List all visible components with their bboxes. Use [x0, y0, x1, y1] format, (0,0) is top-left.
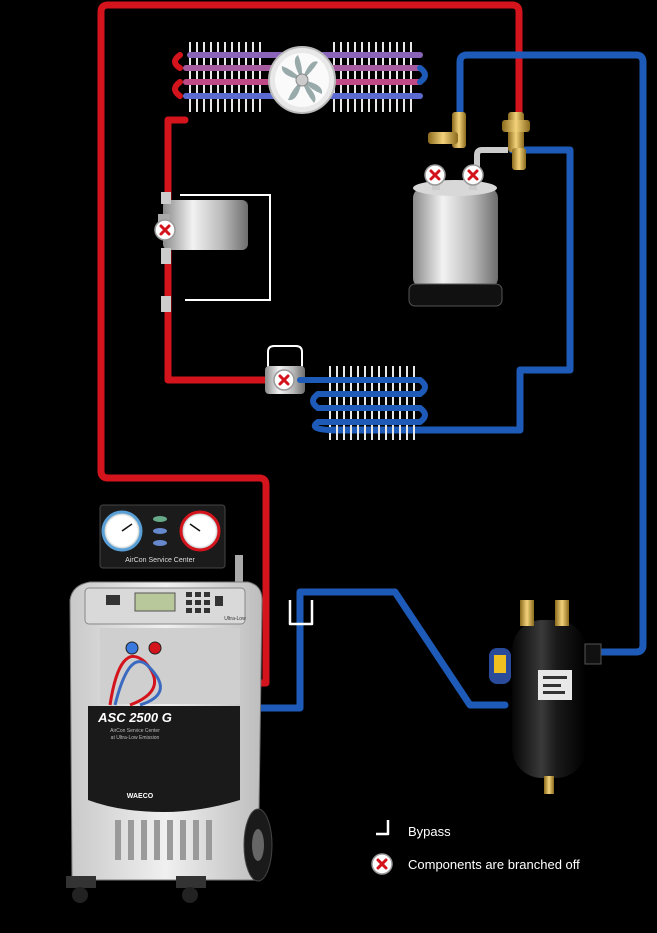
- service-machine: [66, 504, 273, 903]
- machine-subtitle-line2: at Ultra-Low Emission: [111, 735, 160, 741]
- low-pressure-to-accumulator: [326, 146, 574, 434]
- legend-branched-label: Components are branched off: [408, 857, 580, 872]
- legend-bypass-label: Bypass: [408, 824, 451, 839]
- condenser: [172, 42, 428, 114]
- machine-wheels: [66, 808, 273, 903]
- legend-branched-off-x-icon: [371, 853, 393, 875]
- service-port-valves: [428, 112, 530, 170]
- compressor: [408, 147, 508, 307]
- gauge-panel: [99, 504, 243, 585]
- branch-markers: [154, 164, 484, 875]
- branched-off-x-icon: [462, 164, 484, 186]
- fan-icon: [268, 46, 336, 114]
- branched-off-x-icon: [424, 164, 446, 186]
- branched-off-x-icon: [154, 219, 176, 241]
- panel-brand: Ultra-Low: [224, 616, 246, 622]
- high-pressure-main-loop: [97, 1, 523, 687]
- machine-subtitle-line1: AirCon Service Center: [110, 728, 160, 734]
- low-pressure-top-loop: [456, 51, 647, 656]
- receiver-dryer: [158, 192, 271, 312]
- legend-bypass-bracket-icon: [376, 820, 390, 836]
- machine-brand: WAECO: [127, 793, 154, 800]
- bypass-bracket-icon: [288, 600, 314, 626]
- evaporator: [297, 366, 428, 440]
- panel-title: AirCon Service Center: [125, 557, 195, 564]
- accumulator: [489, 600, 602, 794]
- branched-off-x-icon: [273, 369, 295, 391]
- machine-model: ASC 2500 G: [97, 710, 172, 725]
